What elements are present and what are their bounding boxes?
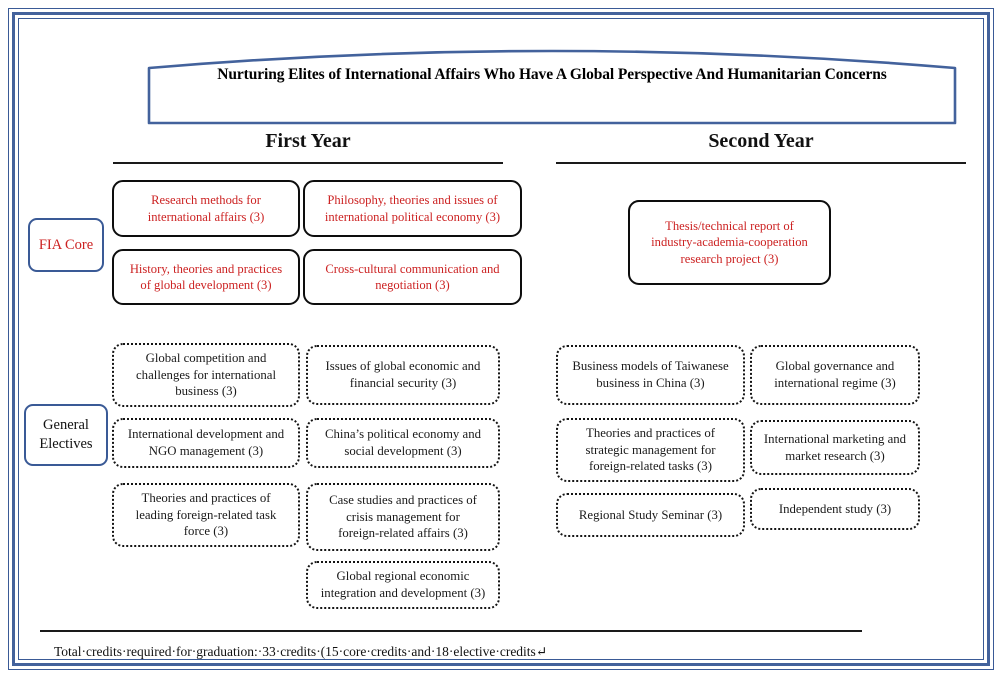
course-box-core[interactable]: Cross-cultural communication and negotia… xyxy=(303,249,522,305)
course-line: International marketing and xyxy=(763,431,907,446)
footer-divider xyxy=(40,630,862,632)
course-line: international political economy (3) xyxy=(324,209,501,224)
course-line: crisis management for xyxy=(346,509,460,524)
course-line: business in China (3) xyxy=(596,376,705,390)
course-line: social development (3) xyxy=(344,444,462,458)
course-box-elective[interactable]: Theories and practices of leading foreig… xyxy=(112,483,300,547)
course-line: Global competition and xyxy=(145,351,267,366)
course-box-elective[interactable]: Theories and practices of strategic mana… xyxy=(556,418,745,482)
course-line: Independent study (3) xyxy=(778,501,892,516)
course-line: Case studies and practices of xyxy=(329,493,477,508)
course-line: of global development (3) xyxy=(140,278,272,292)
course-box-elective[interactable]: Independent study (3) xyxy=(750,488,920,530)
course-box-elective[interactable]: China’s political economy and social dev… xyxy=(306,418,500,468)
course-box-core[interactable]: Research methods for international affai… xyxy=(112,180,300,237)
second-year-divider xyxy=(556,162,966,164)
course-line: Regional Study Seminar (3) xyxy=(578,507,723,522)
course-box-core[interactable]: Philosophy, theories and issues of inter… xyxy=(303,180,522,237)
course-line: NGO management (3) xyxy=(148,444,264,458)
course-line: business (3) xyxy=(175,384,237,399)
course-line: Business models of Taiwanese xyxy=(572,359,729,374)
mission-banner: Nurturing Elites of International Affair… xyxy=(146,38,958,126)
course-line: Thesis/technical report of xyxy=(665,218,794,233)
category-label-general-electives: General Electives xyxy=(24,404,108,466)
course-line: China’s political economy and xyxy=(324,427,482,442)
course-box-elective[interactable]: International marketing and market resea… xyxy=(750,420,920,475)
page-border-inner xyxy=(18,18,984,660)
course-line: international regime (3) xyxy=(774,376,896,390)
course-line: research project (3) xyxy=(680,251,779,266)
course-line: foreign-related tasks (3) xyxy=(589,459,712,474)
course-line: industry-academia-cooperation xyxy=(651,235,808,250)
course-line: Philosophy, theories and issues of xyxy=(327,193,498,208)
category-label-fia-core: FIA Core xyxy=(28,218,104,272)
course-box-elective[interactable]: Global regional economic integration and… xyxy=(306,561,500,609)
page-border-thick xyxy=(12,12,990,666)
course-line: challenges for international xyxy=(136,367,276,382)
page-border-outer xyxy=(8,8,994,670)
course-line: Issues of global economic and xyxy=(325,359,481,374)
first-year-heading: First Year xyxy=(265,130,351,152)
course-box-elective[interactable]: Business models of Taiwanese business in… xyxy=(556,345,745,405)
course-line: financial security (3) xyxy=(349,376,457,390)
course-box-elective[interactable]: International development and NGO manage… xyxy=(112,418,300,468)
course-box-elective[interactable]: Issues of global economic and financial … xyxy=(306,345,500,405)
course-box-elective[interactable]: Regional Study Seminar (3) xyxy=(556,493,745,537)
first-year-divider xyxy=(113,162,503,164)
course-line: Cross-cultural communication and xyxy=(325,261,500,276)
second-year-heading: Second Year xyxy=(708,130,814,152)
course-box-core[interactable]: History, theories and practices of globa… xyxy=(112,249,300,305)
course-line: international affairs (3) xyxy=(147,209,265,224)
course-line: strategic management for xyxy=(585,442,716,457)
course-line: History, theories and practices xyxy=(129,261,283,276)
course-line: Global governance and xyxy=(775,359,895,374)
banner-arch-shape xyxy=(147,49,957,125)
course-line: Theories and practices of xyxy=(586,426,715,441)
course-line: Theories and practices of xyxy=(141,491,271,506)
course-box-elective[interactable]: Case studies and practices of crisis man… xyxy=(306,483,500,551)
course-line: Global regional economic xyxy=(336,569,470,584)
course-box-core[interactable]: Thesis/technical report of industry-acad… xyxy=(628,200,831,285)
total-credits-note: Total·credits·required·for·graduation:·3… xyxy=(54,644,548,659)
course-line: integration and development (3) xyxy=(320,586,486,600)
course-line: market research (3) xyxy=(785,448,885,463)
course-line: force (3) xyxy=(183,524,229,539)
course-box-elective[interactable]: Global governance and international regi… xyxy=(750,345,920,405)
mission-statement: Nurturing Elites of International Affair… xyxy=(217,66,887,83)
course-line: foreign-related affairs (3) xyxy=(338,526,468,541)
course-line: leading foreign-related task xyxy=(135,507,277,522)
course-line: negotiation (3) xyxy=(375,278,450,292)
course-box-elective[interactable]: Global competition and challenges for in… xyxy=(112,343,300,407)
course-line: Research methods for xyxy=(151,193,261,208)
course-line: International development and xyxy=(127,427,285,442)
category-label-electives-line2: Electives xyxy=(39,436,93,452)
category-label-fia-core-text: FIA Core xyxy=(38,236,94,253)
category-label-electives-line1: General xyxy=(43,417,89,434)
